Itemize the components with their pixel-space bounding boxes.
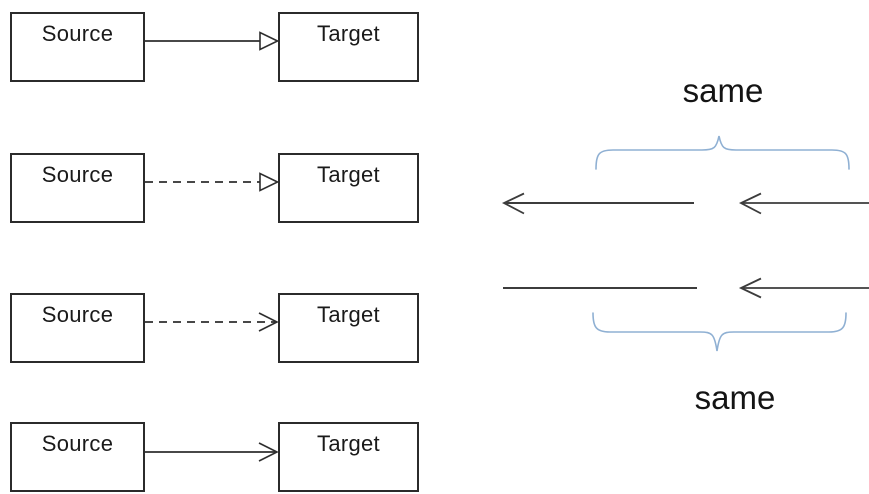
source-box-row2: Source [10,153,145,223]
source-box-row1: Source [10,12,145,82]
same-label-bottom: same [694,379,776,416]
target-box-label: Target [317,21,380,46]
target-box-label: Target [317,431,380,456]
target-box-row3: Target [278,293,419,363]
top-curly-brace [595,135,850,170]
top-right-arrow [738,192,869,215]
open-arrowhead-icon [258,312,279,332]
source-box-label: Source [41,162,114,187]
hollow-triangle-arrowhead-icon [259,172,280,192]
source-box-label: Source [41,431,114,456]
open-arrowhead-icon [258,442,279,462]
target-box-label: Target [317,302,380,327]
connector-dependency [145,312,279,332]
open-arrowhead-icon [738,192,762,215]
target-box-label: Target [317,162,380,187]
bottom-right-arrow [738,277,869,299]
connector-realization [145,172,280,192]
source-box-row4: Source [10,422,145,492]
source-box-row3: Source [10,293,145,363]
source-box-label: Source [41,302,114,327]
bottom-curly-brace [592,312,847,352]
open-arrowhead-icon [738,277,762,299]
connector-association [145,442,279,462]
source-box-label: Source [41,21,114,46]
target-box-row4: Target [278,422,419,492]
target-box-row1: Target [278,12,419,82]
connector-generalization [145,31,280,51]
same-label-top: same [682,72,764,109]
target-box-row2: Target [278,153,419,223]
top-left-arrow [501,192,694,215]
open-arrowhead-icon [501,192,525,215]
hollow-triangle-arrowhead-icon [259,31,280,51]
